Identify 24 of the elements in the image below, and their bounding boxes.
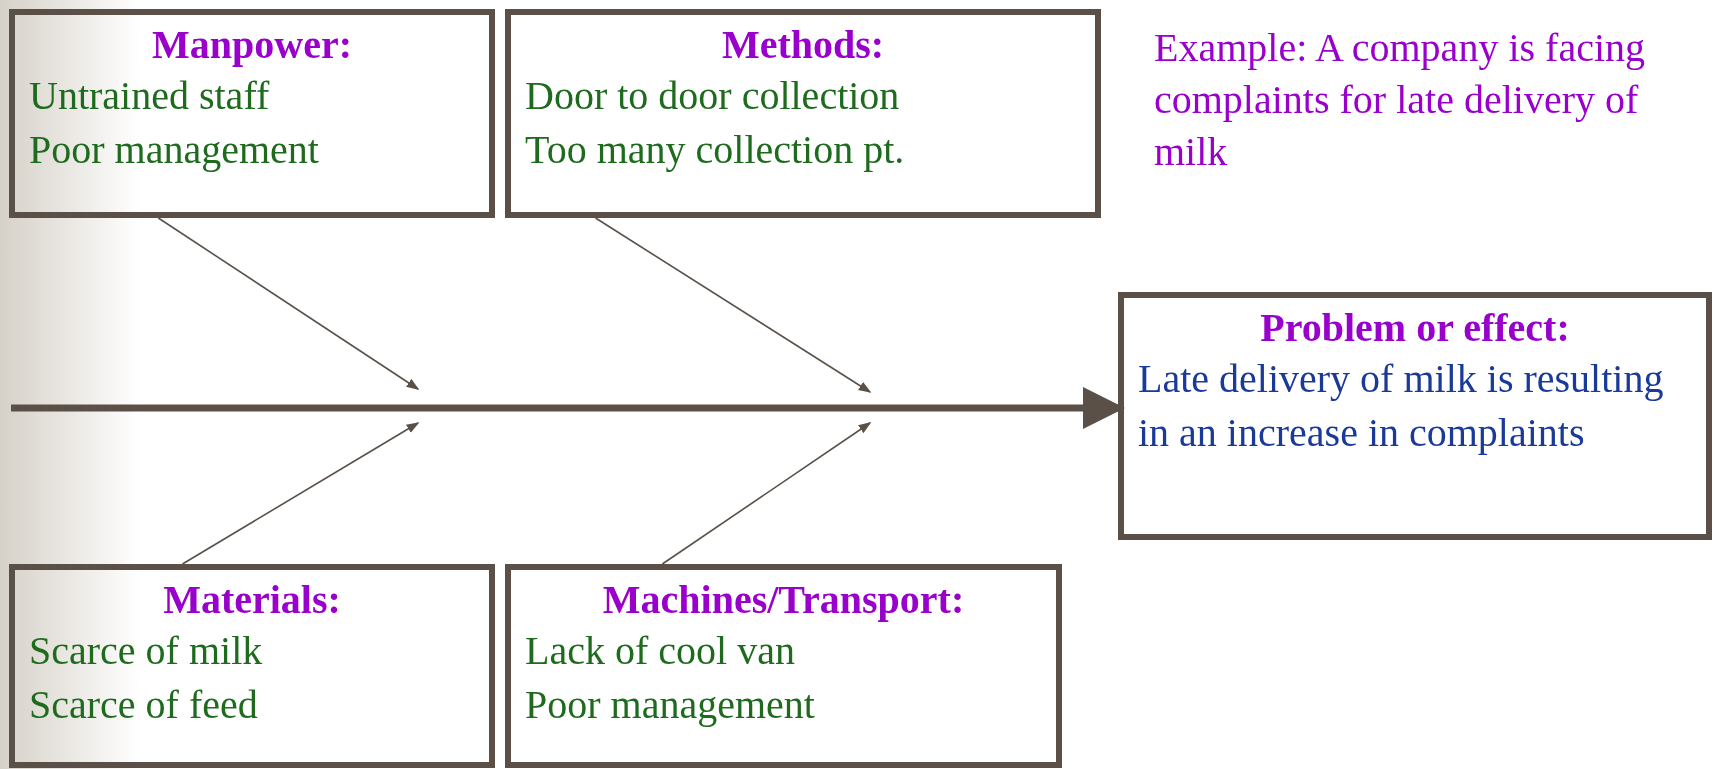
arrow	[157, 217, 420, 390]
cause-text: Door to door collection	[525, 72, 901, 120]
cause-text: Poor management	[525, 681, 816, 729]
cause-box	[505, 564, 1062, 768]
category-heading: Problem or effect:	[1259, 304, 1571, 352]
category-heading: Materials:	[162, 576, 342, 624]
cause-text: Scarce of milk	[29, 627, 264, 675]
cause-box	[505, 9, 1101, 218]
cause-text: Too many collection pt.	[525, 126, 906, 174]
arrow	[181, 422, 420, 565]
cause-text: Untrained staff	[29, 72, 271, 120]
arrow	[661, 422, 872, 565]
cause-text: Scarce of feed	[29, 681, 259, 729]
cause-box	[9, 9, 495, 218]
cause-text: Poor management	[29, 126, 320, 174]
effect-box	[1118, 292, 1712, 540]
cause-box	[9, 564, 495, 768]
example-note: Example: A company is facing complaints for late delivery of milk	[1154, 24, 1646, 176]
category-heading: Machines/Transport:	[601, 576, 966, 624]
category-heading: Manpower:	[151, 21, 353, 69]
arrow	[594, 217, 872, 393]
effect-text: Late delivery of milk is resulting in an increase in complaints	[1138, 355, 1665, 457]
category-heading: Methods:	[720, 21, 886, 69]
cause-text: Lack of cool van	[525, 627, 796, 675]
